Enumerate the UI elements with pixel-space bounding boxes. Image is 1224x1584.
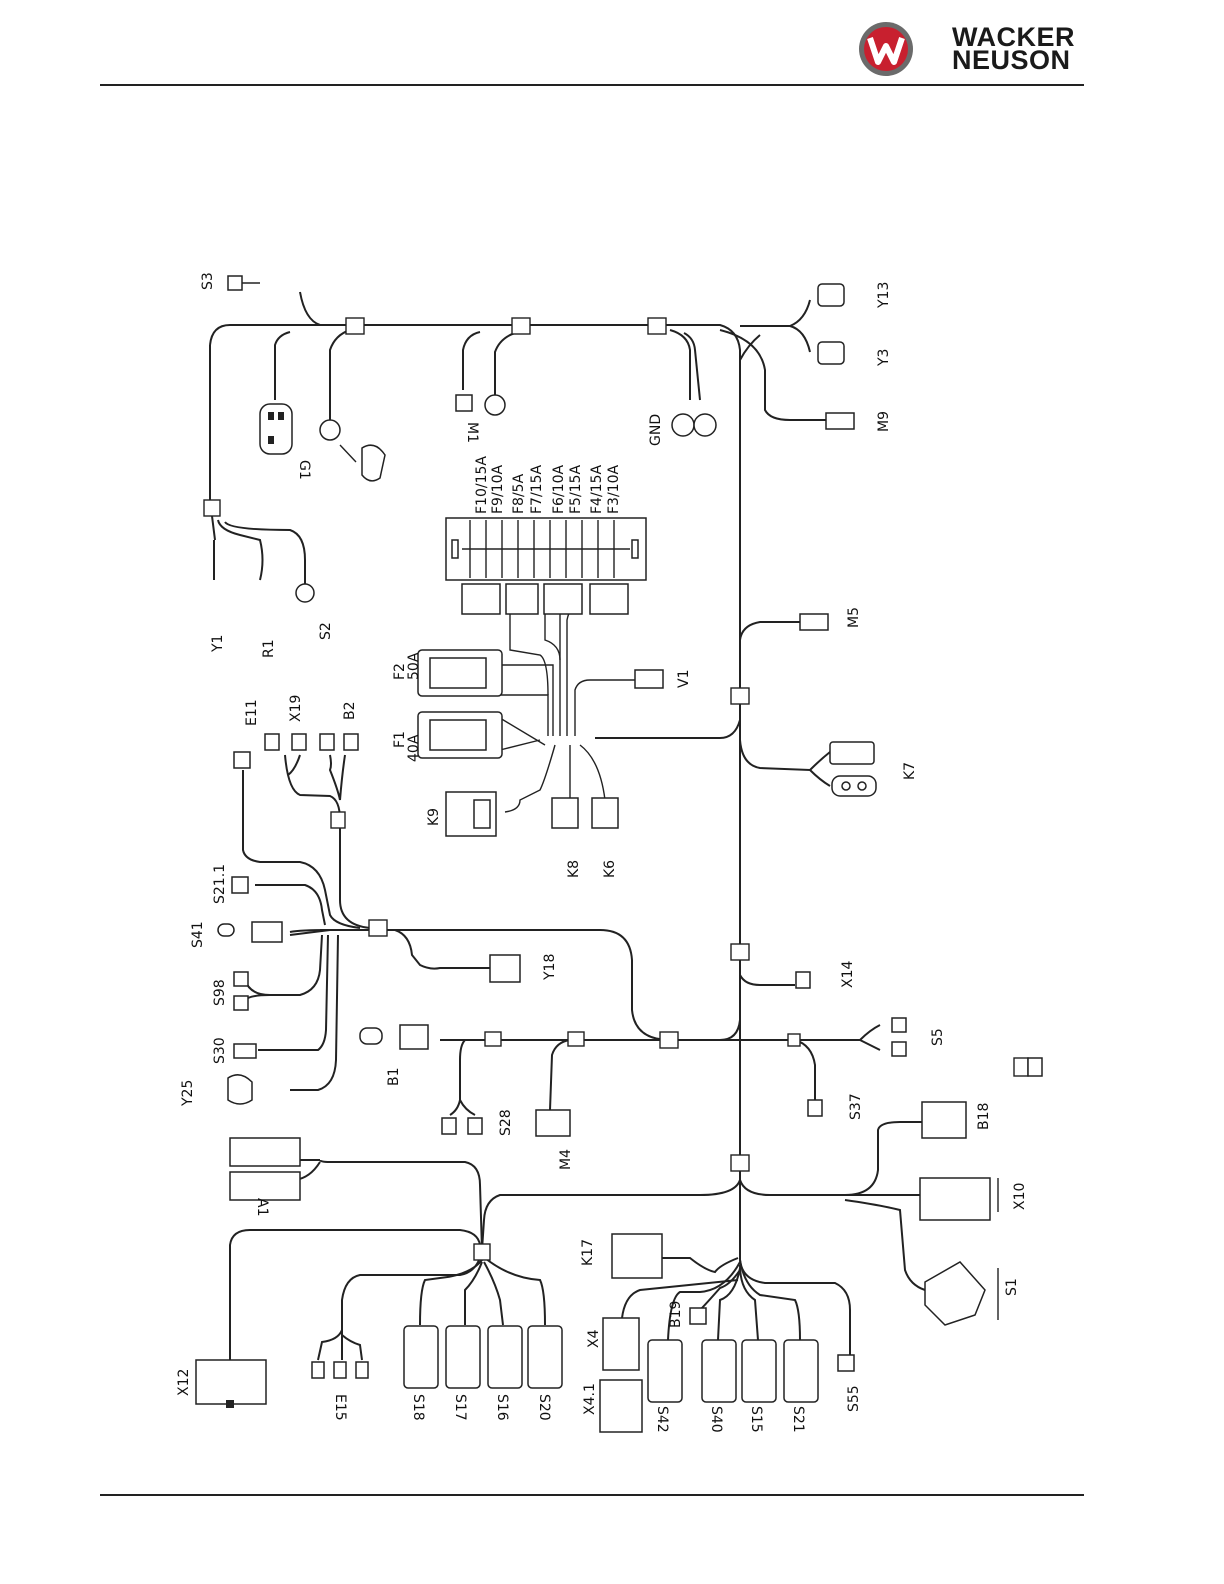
label-s17: S17	[452, 1394, 468, 1421]
label-s98: S98	[212, 979, 228, 1006]
label-m4: M4	[558, 1149, 574, 1170]
label-s20: S20	[536, 1394, 552, 1421]
component-labels: S3 Y13 Y3 M9 G1 M1 GND Y1 R1 S2 M5 V1 F2…	[176, 272, 1028, 1433]
label-s37: S37	[848, 1093, 864, 1120]
label-y13: Y13	[876, 282, 892, 309]
label-v1: V1	[676, 670, 692, 688]
label-x14: X14	[840, 961, 856, 988]
label-g1: G1	[296, 460, 312, 480]
label-e11: E11	[244, 699, 260, 726]
label-s16: S16	[494, 1394, 510, 1421]
label-y25: Y25	[180, 1080, 196, 1107]
label-s1: S1	[1004, 1278, 1020, 1296]
fuse-label: F6/10A	[551, 465, 567, 514]
label-k6: K6	[602, 860, 618, 878]
label-e15: E15	[332, 1394, 348, 1421]
label-b19: B19	[668, 1301, 684, 1328]
label-b2: B2	[342, 701, 358, 720]
label-r1: R1	[261, 639, 277, 658]
fuse-label: F5/15A	[568, 465, 584, 514]
label-m1: M1	[464, 422, 480, 443]
label-s2: S2	[318, 622, 334, 640]
label-s3: S3	[200, 272, 216, 290]
label-b1: B1	[386, 1067, 402, 1086]
label-a1: A1	[254, 1198, 270, 1216]
fuse-label: F10/15A	[474, 456, 490, 514]
label-x10: X10	[1012, 1183, 1028, 1210]
label-k7: K7	[902, 762, 918, 780]
label-y3: Y3	[876, 349, 892, 367]
splice-markers	[204, 318, 1042, 1260]
label-x4-1: X4.1	[582, 1383, 598, 1415]
label-s28: S28	[498, 1109, 514, 1136]
label-s30: S30	[212, 1037, 228, 1064]
label-s15: S15	[748, 1406, 764, 1433]
fuse-label: F8/5A	[511, 473, 527, 514]
label-k17: K17	[580, 1239, 596, 1266]
label-m5: M5	[846, 607, 862, 628]
label-x4: X4	[586, 1329, 602, 1348]
fuse-label: F9/10A	[490, 465, 506, 514]
fuse-label: F3/10A	[606, 465, 622, 514]
label-s5: S5	[930, 1028, 946, 1046]
label-gnd: GND	[648, 414, 664, 446]
label-b18: B18	[976, 1103, 992, 1130]
label-s40: S40	[708, 1406, 724, 1433]
label-s21-1: S21.1	[212, 864, 228, 904]
label-s21: S21	[790, 1406, 806, 1433]
label-s55: S55	[846, 1385, 862, 1412]
label-f1-rating: 40A	[406, 734, 422, 762]
label-s41: S41	[190, 921, 206, 948]
connectors	[196, 276, 998, 1432]
label-x19: X19	[288, 695, 304, 722]
label-s18: S18	[410, 1394, 426, 1421]
fuse-label: F4/15A	[589, 465, 605, 514]
label-f2-rating: 50A	[406, 652, 422, 680]
label-k8: K8	[566, 860, 582, 878]
label-y18: Y18	[542, 954, 558, 981]
fuse-labels: F10/15A F9/10A F8/5A F7/15A F6/10A F5/15…	[474, 456, 622, 514]
label-m9: M9	[876, 411, 892, 432]
label-k9: K9	[426, 808, 442, 826]
label-y1: Y1	[210, 635, 226, 653]
label-s42: S42	[654, 1406, 670, 1433]
label-x12: X12	[176, 1369, 192, 1396]
fuse-label: F7/15A	[529, 465, 545, 514]
